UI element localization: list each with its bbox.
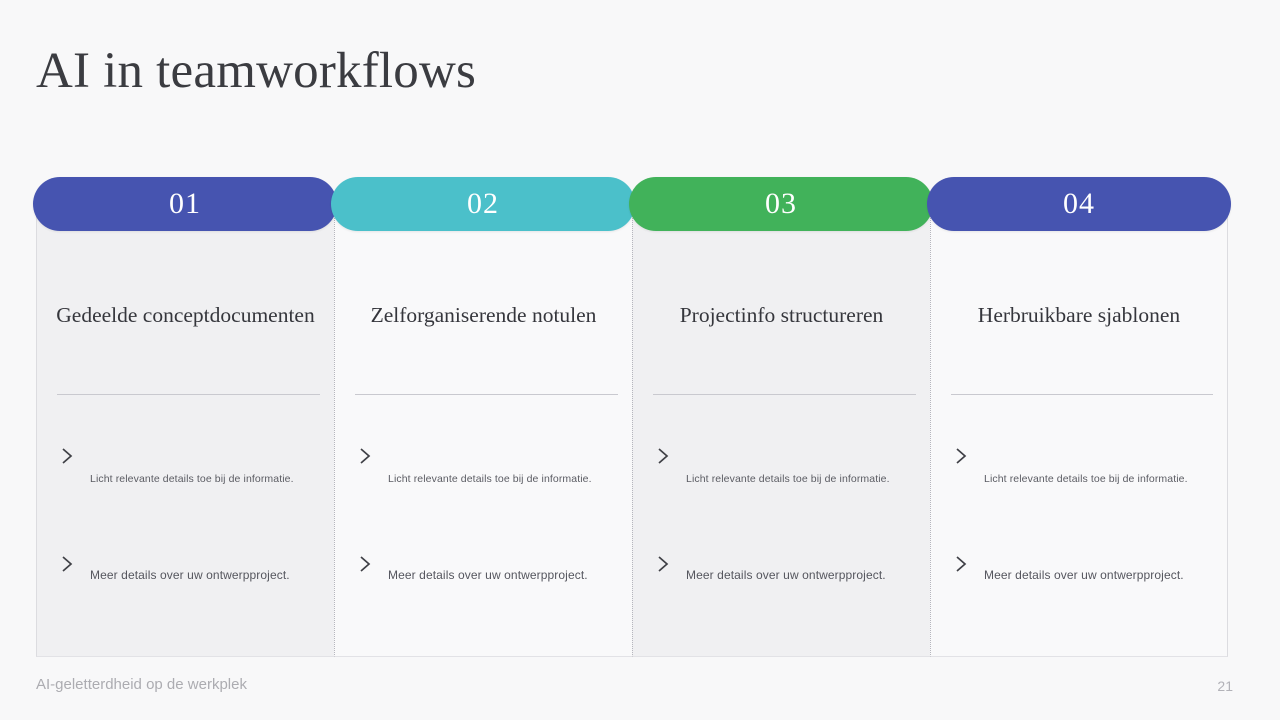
bullet-text: Meer details over uw ontwerpproject. <box>984 568 1184 582</box>
step-number-pill: 02 <box>331 177 635 231</box>
page-title: AI in teamworkflows <box>36 43 477 99</box>
page-number: 21 <box>1217 678 1233 694</box>
step-card: Herbruikbare sjablonen Licht relevante d… <box>930 204 1228 657</box>
divider <box>57 394 320 395</box>
step-number: 03 <box>765 187 797 220</box>
divider <box>951 394 1213 395</box>
step-title: Gedeelde conceptdocumenten <box>56 303 315 327</box>
step-number: 02 <box>467 187 499 220</box>
footer-label: AI-geletterdheid op de werkplek <box>36 676 247 693</box>
step-number: 04 <box>1063 187 1095 220</box>
step-number-pill: 04 <box>927 177 1231 231</box>
step-column-4: 04 Herbruikbare sjablonen Licht relevant… <box>927 177 1231 657</box>
chevron-right-icon <box>357 554 373 574</box>
chevron-right-icon <box>59 554 75 574</box>
step-number-pill: 03 <box>629 177 933 231</box>
step-column-3: 03 Projectinfo structureren Licht releva… <box>629 177 933 657</box>
step-card: Projectinfo structureren Licht relevante… <box>632 204 930 657</box>
bullet-text: Licht relevante details toe bij de infor… <box>984 473 1188 485</box>
steps-table: 01 Gedeelde conceptdocumenten Licht rele… <box>33 177 1231 657</box>
step-title: Projectinfo structureren <box>679 303 884 327</box>
chevron-right-icon <box>59 446 75 466</box>
step-card: Zelforganiserende notulen Licht relevant… <box>334 204 632 657</box>
chevron-right-icon <box>953 446 969 466</box>
bullet-text: Meer details over uw ontwerpproject. <box>686 568 886 582</box>
divider <box>653 394 916 395</box>
bullet-text: Licht relevante details toe bij de infor… <box>90 473 294 485</box>
bullet-text: Meer details over uw ontwerpproject. <box>90 568 290 582</box>
step-column-2: 02 Zelforganiserende notulen Licht relev… <box>331 177 635 657</box>
divider <box>355 394 618 395</box>
step-number-pill: 01 <box>33 177 337 231</box>
step-number: 01 <box>169 187 201 220</box>
step-column-1: 01 Gedeelde conceptdocumenten Licht rele… <box>33 177 337 657</box>
step-card: Gedeelde conceptdocumenten Licht relevan… <box>36 204 334 657</box>
chevron-right-icon <box>357 446 373 466</box>
chevron-right-icon <box>953 554 969 574</box>
bullet-text: Licht relevante details toe bij de infor… <box>388 473 592 485</box>
bullet-text: Licht relevante details toe bij de infor… <box>686 473 890 485</box>
step-title: Herbruikbare sjablonen <box>977 303 1181 327</box>
chevron-right-icon <box>655 446 671 466</box>
bullet-text: Meer details over uw ontwerpproject. <box>388 568 588 582</box>
chevron-right-icon <box>655 554 671 574</box>
step-title: Zelforganiserende notulen <box>370 303 597 327</box>
